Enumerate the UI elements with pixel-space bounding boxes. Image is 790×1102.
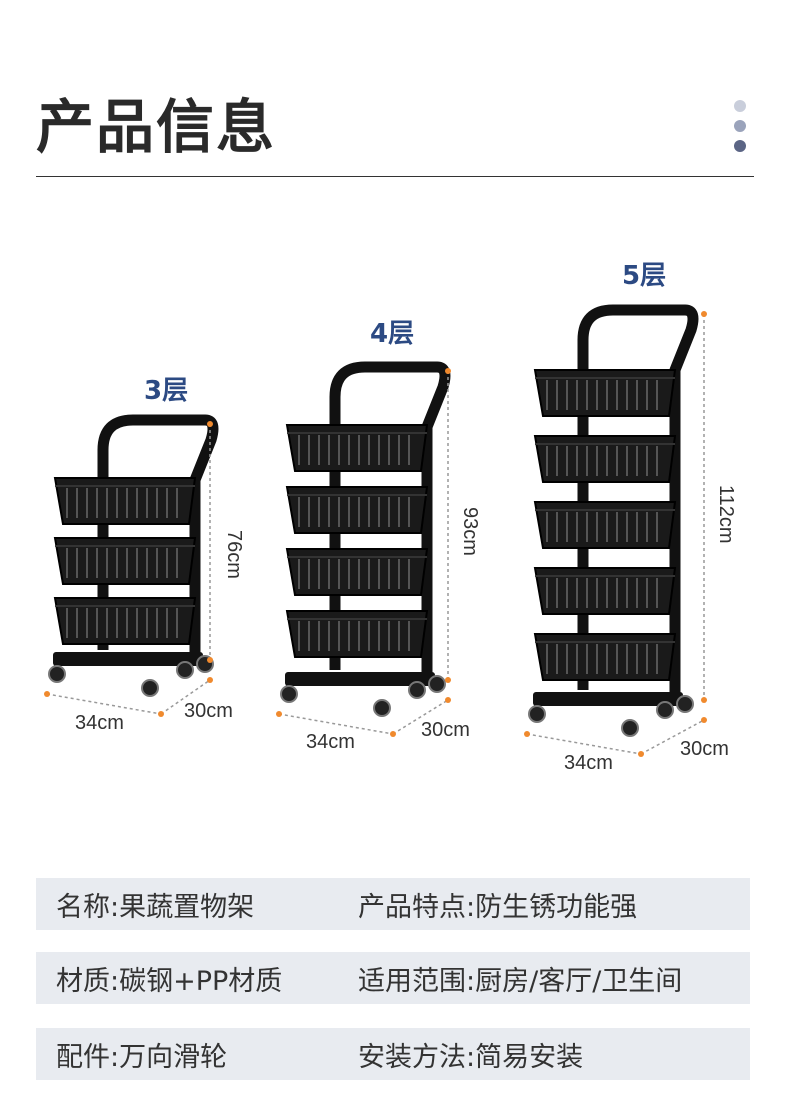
height-label-3: 76cm	[223, 530, 245, 579]
cart-3-depth-line	[160, 679, 211, 715]
cart-4-base	[285, 672, 435, 686]
tier-label-4: 4层	[370, 319, 415, 349]
cart-4-depth-right-dot	[445, 697, 451, 703]
cart-4-wheel-4	[428, 675, 446, 693]
cart-3-basket-2	[53, 537, 197, 585]
width-label-5: 34cm	[564, 752, 613, 774]
spec-name: 名称:果蔬置物架	[56, 891, 255, 923]
cart-3-depth-right-dot	[207, 677, 213, 683]
cart-4-width-left-dot	[276, 711, 282, 717]
cart-5-frame	[577, 304, 699, 700]
cart-5-width-left-dot	[524, 731, 530, 737]
dot-1	[734, 100, 746, 112]
cart-3-wheel-3	[176, 661, 194, 679]
cart-4-depth-line	[392, 699, 449, 735]
spec-row-3: 配件:万向滑轮 安装方法:简易安装	[36, 1028, 750, 1080]
product-illustrations	[44, 304, 707, 757]
cart-4-width-line	[278, 713, 394, 735]
cart-5-base	[533, 692, 683, 706]
cart-3-width-left-dot	[44, 691, 50, 697]
cart-3-height-top-dot	[207, 421, 213, 427]
cart-5-basket-4	[533, 567, 677, 615]
cart-4-basket-3	[285, 548, 429, 596]
cart-4-basket-1	[285, 424, 429, 472]
cart-4-corner-dot	[390, 731, 396, 737]
cart-5-basket-5	[533, 633, 677, 681]
cart-3-corner-dot	[158, 711, 164, 717]
tier-label-5: 5层	[622, 261, 667, 291]
cart-4-height-bottom-dot	[445, 677, 451, 683]
spec-feature: 产品特点:防生锈功能强	[358, 891, 638, 923]
spec-material: 材质:碳钢+PP材质	[56, 965, 283, 997]
cart-4-basket-4	[285, 610, 429, 658]
dot-2	[734, 120, 746, 132]
width-label-4: 34cm	[306, 731, 355, 753]
cart-4-wheel-2	[373, 699, 391, 717]
cart-5-wheel-1	[528, 705, 546, 723]
spec-install: 安装方法:简易安装	[358, 1041, 584, 1073]
cart-4-height-top-dot	[445, 368, 451, 374]
tier-label-3: 3层	[144, 376, 189, 406]
cart-3-basket-1	[53, 477, 197, 525]
cart-5-basket-3	[533, 501, 677, 549]
cart-3-frame	[97, 414, 219, 660]
cart-5-wheel-4	[676, 695, 694, 713]
cart-3-wheel-1	[48, 665, 66, 683]
height-label-5: 112cm	[715, 485, 737, 544]
depth-label-4: 30cm	[421, 719, 470, 741]
cart-4-basket-2	[285, 486, 429, 534]
cart-4-frame	[329, 361, 451, 680]
cart-5-wheel-3	[656, 701, 674, 719]
cart-5-basket-1	[533, 369, 677, 417]
spec-row-2: 材质:碳钢+PP材质 适用范围:厨房/客厅/卫生间	[36, 952, 750, 1004]
depth-label-3: 30cm	[184, 700, 233, 722]
cart-3-basket-3	[53, 597, 197, 645]
cart-5-height-top-dot	[701, 311, 707, 317]
cart-5-height-bottom-dot	[701, 697, 707, 703]
height-label-4: 93cm	[459, 507, 481, 556]
cart-4-wheel-3	[408, 681, 426, 699]
cart-4-wheel-1	[280, 685, 298, 703]
cart-5-depth-right-dot	[701, 717, 707, 723]
cart-5-width-line	[526, 733, 642, 755]
header-divider	[36, 176, 754, 177]
cart-5-corner-dot	[638, 751, 644, 757]
cart-3-base	[53, 652, 203, 666]
spec-usage: 适用范围:厨房/客厅/卫生间	[358, 965, 683, 997]
spec-accessory: 配件:万向滑轮	[56, 1041, 228, 1073]
cart-3-width-line	[46, 693, 162, 715]
spec-row-1: 名称:果蔬置物架 产品特点:防生锈功能强	[36, 878, 750, 930]
width-label-3: 34cm	[75, 712, 124, 734]
decorative-dots	[734, 100, 748, 160]
cart-3-height-bottom-dot	[207, 657, 213, 663]
cart-5-wheel-2	[621, 719, 639, 737]
cart-3-wheel-2	[141, 679, 159, 697]
dot-3	[734, 140, 746, 152]
cart-5-basket-2	[533, 435, 677, 483]
page-title: 产品信息	[36, 93, 277, 161]
depth-label-5: 30cm	[680, 738, 729, 760]
